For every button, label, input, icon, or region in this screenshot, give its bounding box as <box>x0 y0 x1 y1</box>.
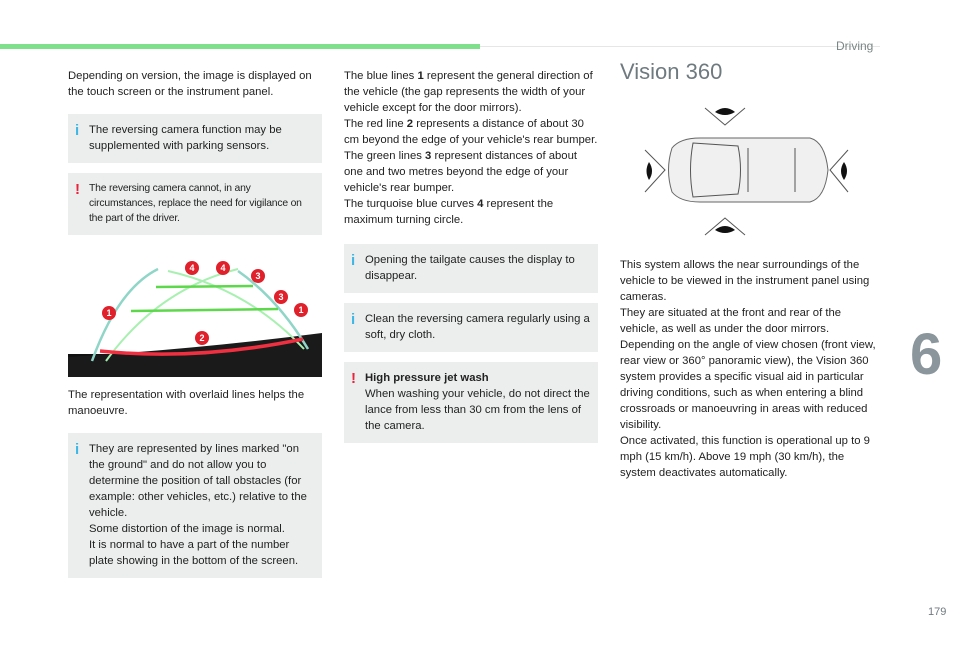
info-note: i Clean the reversing camera regularly us… <box>344 303 598 352</box>
line-desc: The green lines 3 represent distances of… <box>344 150 578 194</box>
info-note: i Opening the tailgate causes the display… <box>344 244 598 293</box>
column-3: This system allows the near surroundings… <box>620 257 878 481</box>
callout-1: 1 <box>298 305 303 315</box>
note-text: Opening the tailgate causes the display … <box>365 254 575 282</box>
warning-icon: ! <box>75 181 80 198</box>
callout-3: 3 <box>278 292 283 302</box>
body-text: Depending on the angle of view chosen (f… <box>620 339 876 431</box>
warning-note: ! The reversing camera cannot, in any cir… <box>68 173 322 235</box>
note-text: They are represented by lines marked "on… <box>89 443 307 519</box>
header-rule <box>480 46 880 47</box>
info-icon: i <box>351 252 356 269</box>
callout-1: 1 <box>106 308 111 318</box>
line-desc: The red line 2 represents a distance of … <box>344 118 598 146</box>
overlay-text: The representation with overlaid lines h… <box>68 389 305 417</box>
intro-text: Depending on version, the image is displ… <box>68 70 312 98</box>
note-text: Clean the reversing camera regularly usi… <box>365 313 590 341</box>
callout-3: 3 <box>255 271 260 281</box>
line-descriptions: The blue lines 1 represent the general d… <box>344 68 598 228</box>
info-icon: i <box>75 122 80 139</box>
note-text: When washing your vehicle, do not direct… <box>365 388 590 432</box>
info-note: i They are represented by lines marked "… <box>68 433 322 578</box>
page-number: 179 <box>928 606 947 618</box>
note-text: The reversing camera function may be sup… <box>89 124 282 152</box>
note-text: It is normal to have a part of the numbe… <box>89 539 299 567</box>
info-note: i The reversing camera function may be su… <box>68 114 322 163</box>
column-1: Depending on version, the image is displ… <box>68 68 322 588</box>
warning-icon: ! <box>351 370 356 387</box>
section-heading: Vision 360 <box>620 59 723 84</box>
callout-4: 4 <box>189 263 194 273</box>
line-desc: The turquoise blue curves 4 represent th… <box>344 198 554 226</box>
callout-4: 4 <box>220 263 225 273</box>
info-icon: i <box>351 311 356 328</box>
body-text: Once activated, this function is operati… <box>620 435 870 479</box>
warning-title: High pressure jet wash <box>365 372 489 384</box>
header-accent-bar <box>0 44 480 49</box>
chapter-number: 6 <box>910 322 943 387</box>
line-desc: The blue lines 1 represent the general d… <box>344 70 593 114</box>
callout-2: 2 <box>199 333 204 343</box>
section-title: Driving <box>836 39 874 53</box>
body-text: They are situated at the front and rear … <box>620 307 842 335</box>
note-text: Some distortion of the image is normal. <box>89 523 285 535</box>
column-2: The blue lines 1 represent the general d… <box>344 68 598 453</box>
vision-360-diagram <box>644 107 849 236</box>
body-text: This system allows the near surroundings… <box>620 259 870 303</box>
note-text: The reversing camera cannot, in any circ… <box>89 183 302 224</box>
info-icon: i <box>75 441 80 458</box>
reversing-camera-image: 1 1 2 3 3 4 4 <box>68 261 322 377</box>
